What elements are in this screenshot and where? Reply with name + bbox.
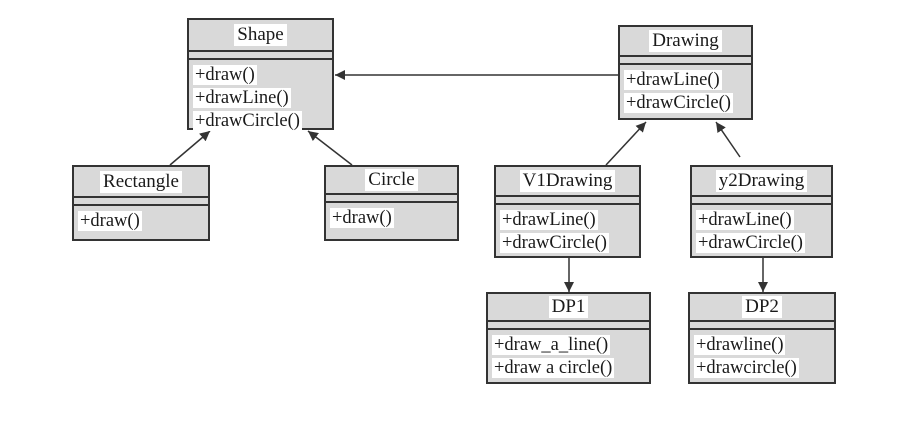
operation: +drawCircle() — [500, 233, 609, 253]
class-y2drawing-name: y2Drawing — [692, 167, 831, 197]
class-v1drawing-attributes — [496, 197, 639, 205]
class-shape[interactable]: Shape +draw() +drawLine() +drawCircle() — [187, 18, 334, 131]
class-circle-operations: +draw() — [326, 203, 457, 232]
operation: +drawcircle() — [694, 358, 799, 378]
class-dp1[interactable]: DP1 +draw_a_line() +draw a circle() — [486, 292, 651, 384]
operation: +draw() — [330, 208, 394, 228]
class-drawing-operations: +drawLine() +drawCircle() — [620, 65, 751, 117]
operation: +draw_a_line() — [492, 335, 611, 355]
class-dp2-operations: +drawline() +drawcircle() — [690, 330, 834, 382]
operation: +drawLine() — [500, 210, 598, 230]
class-dp1-name: DP1 — [488, 294, 649, 322]
operation: +drawCircle() — [193, 111, 302, 131]
class-rectangle[interactable]: Rectangle +draw() — [72, 165, 210, 241]
class-rectangle-attributes — [74, 198, 208, 206]
class-circle[interactable]: Circle +draw() — [324, 165, 459, 241]
operation: +drawLine() — [696, 210, 794, 230]
class-circle-name: Circle — [326, 167, 457, 195]
class-v1drawing-operations: +drawLine() +drawCircle() — [496, 205, 639, 257]
class-drawing-attributes — [620, 57, 751, 65]
y2drawing-to-drawing-arrow — [715, 121, 741, 158]
class-rectangle-operations: +draw() — [74, 206, 208, 235]
circle-to-shape-arrow — [307, 130, 353, 166]
class-y2drawing-operations: +drawLine() +drawCircle() — [692, 205, 831, 257]
class-shape-name: Shape — [189, 20, 332, 52]
class-circle-attributes — [326, 195, 457, 203]
operation: +draw a circle() — [492, 358, 615, 378]
class-dp2-name: DP2 — [690, 294, 834, 322]
class-dp2-attributes — [690, 322, 834, 330]
class-rectangle-name: Rectangle — [74, 167, 208, 198]
rectangle-to-shape-arrow — [169, 130, 211, 166]
operation: +drawLine() — [193, 88, 291, 108]
v1drawing-to-drawing-arrow — [605, 121, 647, 166]
class-v1drawing[interactable]: V1Drawing +drawLine() +drawCircle() — [494, 165, 641, 258]
class-drawing[interactable]: Drawing +drawLine() +drawCircle() — [618, 25, 753, 120]
operation: +drawCircle() — [624, 93, 733, 113]
class-shape-attributes — [189, 52, 332, 60]
class-drawing-name: Drawing — [620, 27, 751, 57]
class-dp2[interactable]: DP2 +drawline() +drawcircle() — [688, 292, 836, 384]
class-shape-operations: +draw() +drawLine() +drawCircle() — [189, 60, 332, 135]
class-y2drawing-attributes — [692, 197, 831, 205]
class-dp1-operations: +draw_a_line() +draw a circle() — [488, 330, 649, 382]
operation: +draw() — [78, 211, 142, 231]
class-v1drawing-name: V1Drawing — [496, 167, 639, 197]
operation: +drawline() — [694, 335, 786, 355]
class-dp1-attributes — [488, 322, 649, 330]
class-y2drawing[interactable]: y2Drawing +drawLine() +drawCircle() — [690, 165, 833, 258]
operation: +drawLine() — [624, 70, 722, 90]
operation: +drawCircle() — [696, 233, 805, 253]
operation: +draw() — [193, 65, 257, 85]
